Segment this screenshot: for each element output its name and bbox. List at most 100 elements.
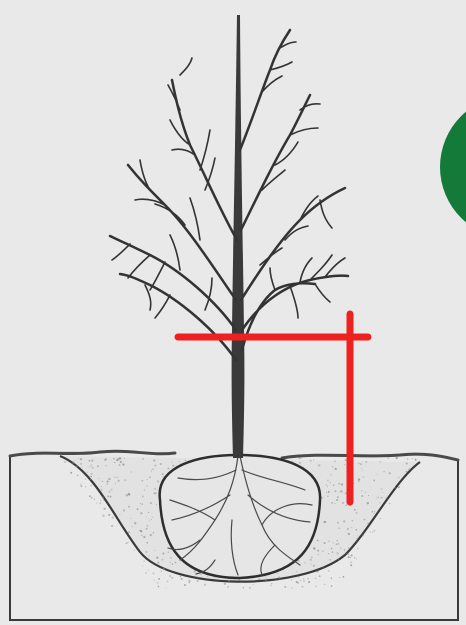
soil-speckle	[367, 502, 369, 504]
soil-speckle	[77, 475, 79, 477]
soil-speckle	[344, 549, 345, 550]
soil-speckle	[107, 483, 109, 485]
soil-speckle	[91, 473, 93, 475]
soil-speckle	[328, 570, 330, 572]
soil-speckle	[64, 461, 66, 463]
soil-speckle	[271, 583, 272, 584]
soil-speckle	[336, 499, 338, 501]
soil-speckle	[144, 489, 146, 491]
soil-speckle	[91, 464, 93, 466]
soil-speckle	[114, 462, 116, 464]
soil-speckle	[332, 466, 334, 468]
soil-speckle	[377, 496, 379, 498]
soil-speckle	[381, 488, 383, 490]
soil-speckle	[180, 576, 182, 578]
soil-speckle	[409, 468, 411, 470]
soil-speckle	[334, 461, 336, 463]
soil-speckle	[299, 462, 301, 464]
soil-speckle	[319, 575, 321, 577]
soil-speckle	[324, 542, 326, 544]
soil-speckle	[152, 516, 153, 517]
soil-speckle	[296, 581, 298, 583]
soil-speckle	[165, 587, 166, 588]
soil-speckle	[338, 483, 339, 484]
soil-speckle	[104, 508, 106, 510]
soil-speckle	[296, 571, 297, 572]
soil-speckle	[355, 529, 357, 531]
soil-speckle	[145, 551, 147, 553]
soil-speckle	[128, 492, 129, 493]
soil-speckle	[243, 587, 244, 588]
soil-speckle	[147, 525, 149, 527]
soil-speckle	[356, 537, 358, 539]
soil-speckle	[376, 498, 377, 499]
soil-speckle	[111, 489, 113, 491]
soil-speckle	[396, 457, 398, 459]
soil-speckle	[130, 518, 131, 519]
soil-speckle	[241, 582, 242, 583]
soil-speckle	[382, 492, 383, 493]
soil-speckle	[141, 535, 142, 536]
soil-speckle	[342, 492, 343, 493]
soil-speckle	[362, 535, 364, 537]
soil-speckle	[358, 480, 359, 481]
soil-speckle	[331, 585, 333, 587]
soil-speckle	[147, 479, 148, 480]
soil-speckle	[337, 496, 339, 498]
soil-speckle	[361, 495, 363, 497]
soil-speckle	[299, 458, 301, 460]
soil-speckle	[336, 552, 337, 553]
soil-speckle	[298, 577, 299, 578]
soil-speckle	[315, 578, 317, 580]
soil-speckle	[348, 553, 350, 555]
soil-speckle	[387, 457, 389, 459]
soil-speckle	[373, 479, 375, 481]
soil-speckle	[358, 463, 359, 464]
soil-speckle	[154, 464, 156, 466]
soil-speckle	[278, 577, 280, 579]
soil-speckle	[365, 492, 366, 493]
soil-speckle	[380, 461, 381, 462]
soil-speckle	[100, 500, 101, 501]
soil-speckle	[150, 534, 152, 536]
soil-speckle	[350, 557, 351, 558]
soil-speckle	[350, 561, 352, 563]
soil-speckle	[154, 492, 156, 494]
soil-speckle	[157, 562, 159, 564]
soil-speckle	[99, 502, 101, 504]
soil-speckle	[124, 458, 125, 459]
soil-speckle	[140, 503, 141, 504]
soil-speckle	[75, 465, 77, 467]
soil-speckle	[149, 476, 151, 478]
soil-speckle	[363, 476, 365, 478]
soil-speckle	[385, 497, 387, 499]
soil-speckle	[351, 554, 353, 556]
soil-speckle	[377, 474, 378, 475]
soil-speckle	[119, 464, 121, 466]
soil-speckle	[89, 495, 91, 497]
soil-speckle	[330, 474, 331, 475]
soil-speckle	[361, 468, 362, 469]
soil-speckle	[322, 550, 324, 552]
soil-speckle	[406, 471, 408, 473]
soil-speckle	[379, 502, 380, 503]
soil-speckle	[134, 522, 136, 524]
soil-speckle	[337, 540, 338, 541]
soil-speckle	[145, 572, 147, 574]
soil-speckle	[332, 551, 334, 553]
soil-speckle	[412, 458, 413, 459]
soil-speckle	[147, 485, 148, 486]
soil-speckle	[313, 459, 314, 460]
soil-speckle	[142, 458, 144, 460]
soil-speckle	[372, 532, 373, 533]
soil-speckle	[303, 578, 304, 579]
soil-speckle	[284, 586, 286, 588]
soil-speckle	[91, 497, 93, 499]
soil-speckle	[253, 584, 254, 585]
soil-speckle	[363, 519, 365, 521]
soil-speckle	[167, 580, 169, 582]
soil-speckle	[123, 509, 125, 511]
soil-speckle	[343, 576, 345, 578]
soil-speckle	[80, 458, 82, 460]
